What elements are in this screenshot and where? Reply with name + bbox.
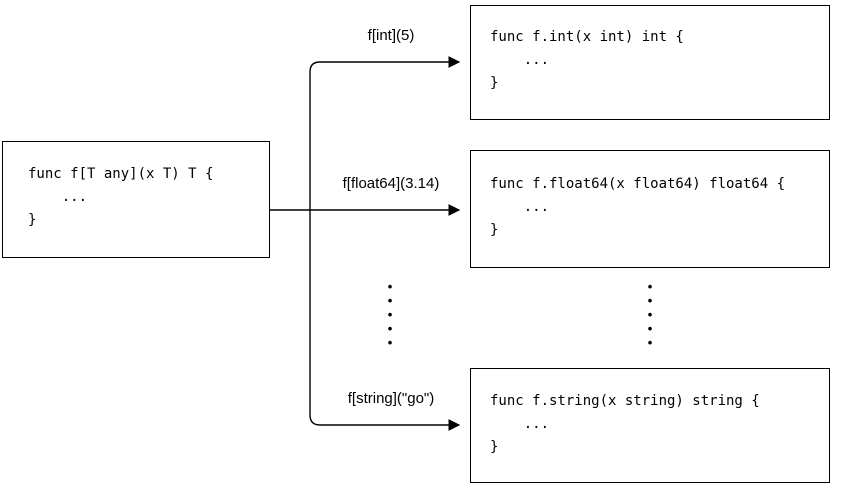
string-function-code: func f.string(x string) string { ... }	[490, 393, 760, 455]
call-label-string: f[string]("go")	[347, 390, 435, 407]
arrow-int	[309, 56, 461, 210]
ellipsis-boxes: • • • • •	[647, 279, 653, 350]
int-function-code: func f.int(x int) int { ... }	[490, 29, 684, 91]
string-function-box	[470, 368, 830, 483]
call-label-float64: f[float64](3.14)	[342, 175, 440, 192]
float64-function-code: func f.float64(x float64) float64 { ... …	[490, 176, 786, 238]
generic-function-box	[2, 141, 270, 258]
ellipsis-arrows: • • • • •	[387, 279, 393, 350]
float64-function-box	[470, 150, 830, 268]
int-function-box	[470, 5, 830, 120]
call-label-int: f[int](5)	[367, 27, 415, 44]
generic-function-code: func f[T any](x T) T { ... }	[28, 166, 214, 228]
arrow-string	[309, 210, 461, 431]
